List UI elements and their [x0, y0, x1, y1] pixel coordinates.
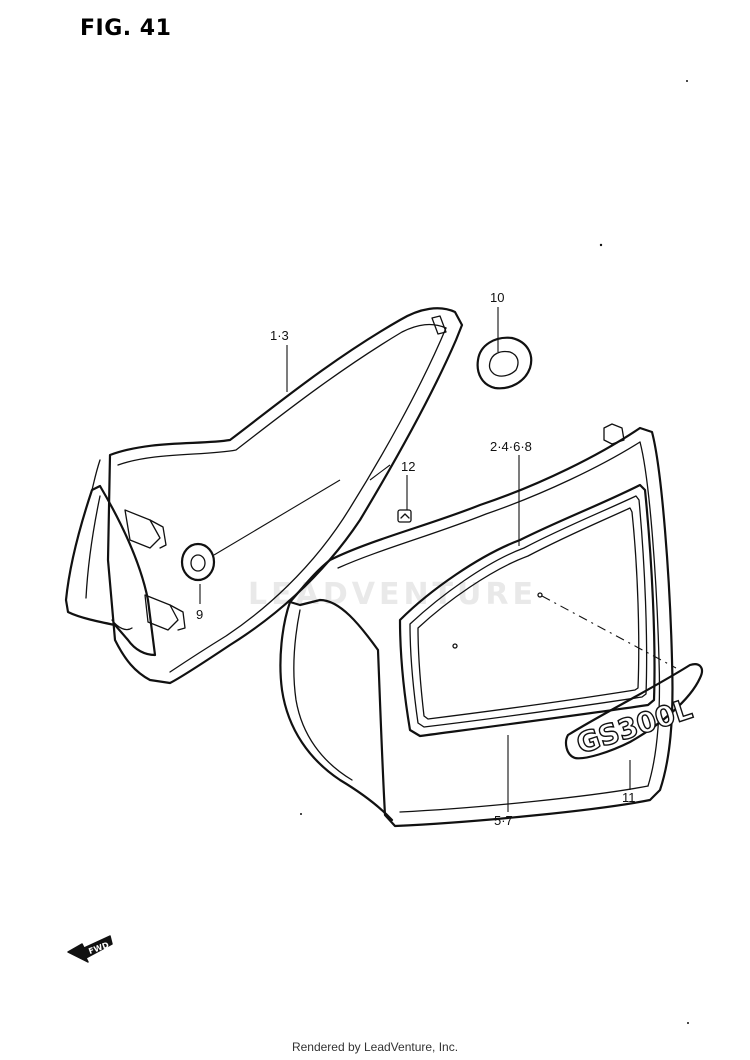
callout-2-4-6-8: 2·4·6·8: [490, 439, 532, 454]
callout-11: 11: [622, 790, 636, 805]
callout-10: 10: [490, 290, 505, 305]
figure-title: FIG. 41: [80, 16, 172, 41]
left-side-cover[interactable]: [64, 307, 464, 685]
callout-9: 9: [196, 607, 204, 622]
stray-marks: [300, 80, 689, 1024]
right-side-cover[interactable]: [279, 423, 674, 828]
emblem-11[interactable]: GS300L: [564, 663, 704, 761]
leader-lines: [199, 307, 677, 812]
grommet-10[interactable]: [476, 336, 533, 390]
footer-credit: Rendered by LeadVenture, Inc.: [291, 1040, 459, 1054]
callout-5-7: 5·7: [494, 813, 513, 828]
emblem-text: GS300L: [572, 692, 696, 760]
forward-direction-arrow: FWD: [67, 935, 113, 963]
grommet-9[interactable]: [180, 542, 216, 582]
callout-12: 12: [401, 459, 416, 474]
callout-1-3: 1·3: [270, 328, 289, 343]
direction-arrow-label: FWD: [87, 940, 110, 956]
clip-12[interactable]: [397, 509, 412, 523]
